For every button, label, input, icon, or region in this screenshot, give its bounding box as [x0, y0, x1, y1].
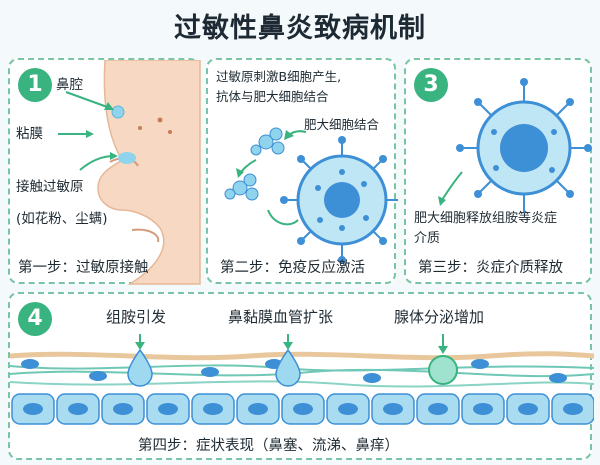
step-3-caption: 第三步：炎症介质释放 — [418, 260, 563, 276]
gland-secretion — [428, 355, 458, 385]
face-profile — [97, 60, 201, 285]
panel-step-3: 3 肥大细胞释放组胺等炎症 介质 第三步：炎症介质释放 — [404, 58, 592, 284]
label-contact-line2: (如花粉、尘螨) — [16, 211, 108, 227]
allergen-dot — [111, 105, 125, 119]
cell-nucleus — [473, 403, 493, 415]
cell-nucleus — [203, 403, 223, 415]
panel-step-1: 1 鼻腔 粘膜 接触过敏原 (如花粉、尘螨) 第一步：过敏原接触 — [8, 58, 201, 285]
panel2-caption-line2: 抗体与肥大细胞结合 — [216, 89, 329, 104]
cell-nucleus — [383, 403, 403, 415]
nasal-cavity-dot — [118, 152, 136, 164]
histamine-droplet — [127, 348, 153, 387]
step-number-badge: 3 — [414, 68, 448, 102]
label-mucosa: 粘膜 — [16, 126, 43, 142]
cell-nucleus — [293, 403, 313, 415]
arrow-to-mast-cell — [267, 209, 299, 226]
b-cell-cluster-top — [250, 127, 285, 156]
cell-nucleus — [428, 403, 448, 415]
cell-nucleus — [248, 403, 268, 415]
label-contact-line1: 接触过敏原 — [16, 179, 84, 195]
step-number-badge: 4 — [18, 302, 52, 336]
vessel-droplet — [275, 348, 301, 387]
panel3-caption-line2: 介质 — [414, 231, 441, 246]
epithelial-cell-row — [11, 393, 594, 425]
mast-cell-release-illustration — [438, 78, 592, 212]
step-1-caption: 第一步：过敏原接触 — [18, 260, 149, 276]
panel2-caption-line1: 过敏原刺激B细胞产生, — [216, 69, 342, 84]
panel-step-2: 过敏原刺激B细胞产生, 抗体与肥大细胞结合 肥大细胞结合 第二步：免疫反应激活 — [206, 58, 398, 284]
mast-cell — [280, 136, 398, 264]
mucosa-cross-section — [10, 334, 594, 425]
cell-nucleus — [563, 403, 583, 415]
label-mast-binding: 肥大细胞结合 — [304, 117, 380, 132]
arrow-release — [441, 171, 463, 201]
label-vessel-dilation: 鼻黏膜血管扩张 — [228, 308, 334, 326]
cell-nucleus — [113, 403, 133, 415]
step-number-badge: 1 — [18, 68, 52, 102]
panel3-caption-line1: 肥大细胞释放组胺等炎症 — [414, 211, 558, 226]
label-nasal-cavity: 鼻腔 — [56, 77, 83, 93]
mast-cell-large — [456, 78, 592, 212]
cell-nucleus — [158, 403, 178, 415]
step-4-caption: 第四步：症状表现（鼻塞、流涕、鼻痒） — [138, 438, 399, 454]
arrow-nasal-cavity — [65, 91, 111, 109]
step-2-caption: 第二步：免疫反应激活 — [220, 260, 365, 276]
page-title: 过敏性鼻炎致病机制 — [174, 13, 426, 44]
b-cell-cluster-bottom — [224, 173, 259, 201]
cell-nucleus — [338, 403, 358, 415]
blood-vessel-band — [10, 351, 594, 361]
cell-nucleus — [518, 403, 538, 415]
label-histamine: 组胺引发 — [106, 308, 167, 326]
panel-step-4: 4 组胺引发 鼻黏膜血管扩张 腺体分泌增加 第四步：症状表现（鼻塞、流涕、鼻痒） — [8, 292, 594, 460]
nose-illustration — [58, 60, 201, 285]
cell-nucleus — [23, 403, 43, 415]
lips-line — [131, 228, 160, 243]
label-gland-secretion: 腺体分泌增加 — [394, 308, 485, 326]
cell-nucleus — [68, 403, 88, 415]
immune-illustration — [224, 127, 398, 264]
